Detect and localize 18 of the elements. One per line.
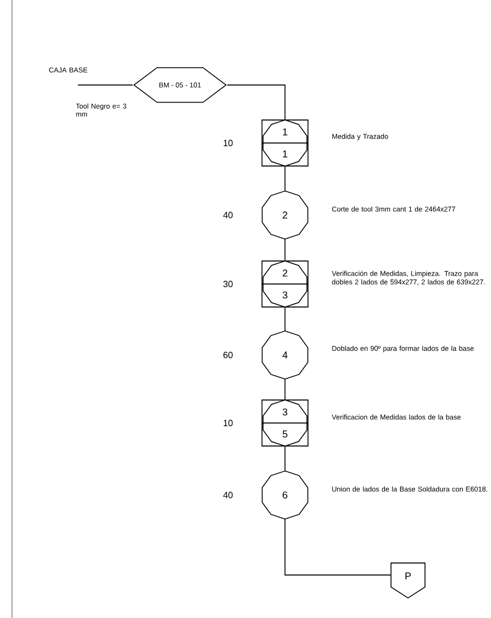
time-value: 40 [223,492,233,498]
connector-line [78,84,134,86]
connector-line [284,238,286,261]
time-value: 60 [223,352,233,358]
combined-operation-square: 3 5 [262,400,308,446]
connector-line [284,307,286,332]
time-value: 10 [224,140,233,146]
connector-line [284,518,391,576]
time-value: 30 [223,280,233,288]
connector-line [284,378,286,400]
connector-line [284,446,286,472]
combined-operation-square: 1 1 [262,120,308,166]
time-value: 10 [224,420,233,426]
combined-operation-square: 2 3 [262,260,308,308]
storage-pentagon: P [390,562,426,599]
connector-line [284,166,286,192]
connector-line [226,84,286,120]
time-value: 40 [223,212,233,218]
